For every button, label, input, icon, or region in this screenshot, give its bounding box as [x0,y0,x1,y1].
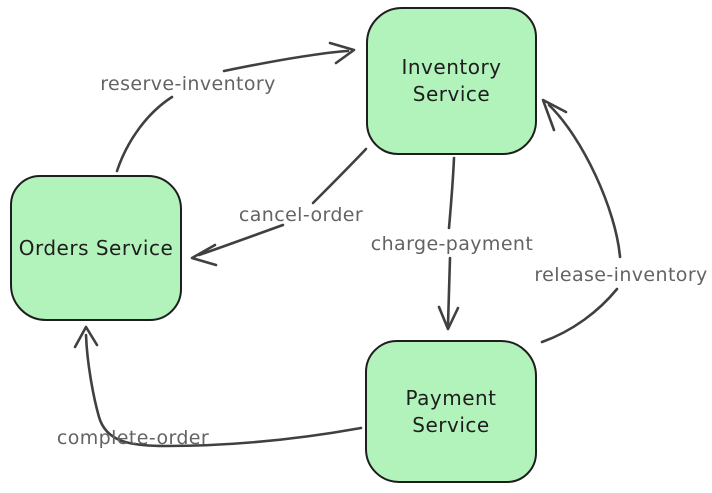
node-orders-service-label: Orders Service [18,235,174,260]
edge-cancel-order [190,147,368,267]
arrowhead-cancel-order [190,243,218,267]
node-inventory-service: Inventory Service [366,7,537,155]
edge-reserve-inventory [115,41,356,173]
arrowhead-reserve-inventory [328,41,356,65]
edge-release-inventory [540,98,622,344]
arrowhead-complete-order [73,325,99,349]
edge-label-charge-payment: charge-payment [370,233,534,255]
node-payment-service: Payment Service [365,340,537,483]
edge-complete-order [73,325,363,448]
edge-label-reserve-inventory: reserve-inventory [100,73,276,95]
arrowhead-charge-payment [437,305,460,331]
edge-label-complete-order: complete-order [56,427,210,449]
arrowhead-release-inventory [541,98,568,132]
node-inventory-service-label: Inventory Service [401,55,502,106]
edge-label-cancel-order: cancel-order [238,204,364,226]
edge-label-release-inventory: release-inventory [534,264,708,286]
node-payment-service-label: Payment Service [405,385,497,437]
node-orders-service: Orders Service [10,175,182,321]
edge-charge-payment [437,156,460,331]
